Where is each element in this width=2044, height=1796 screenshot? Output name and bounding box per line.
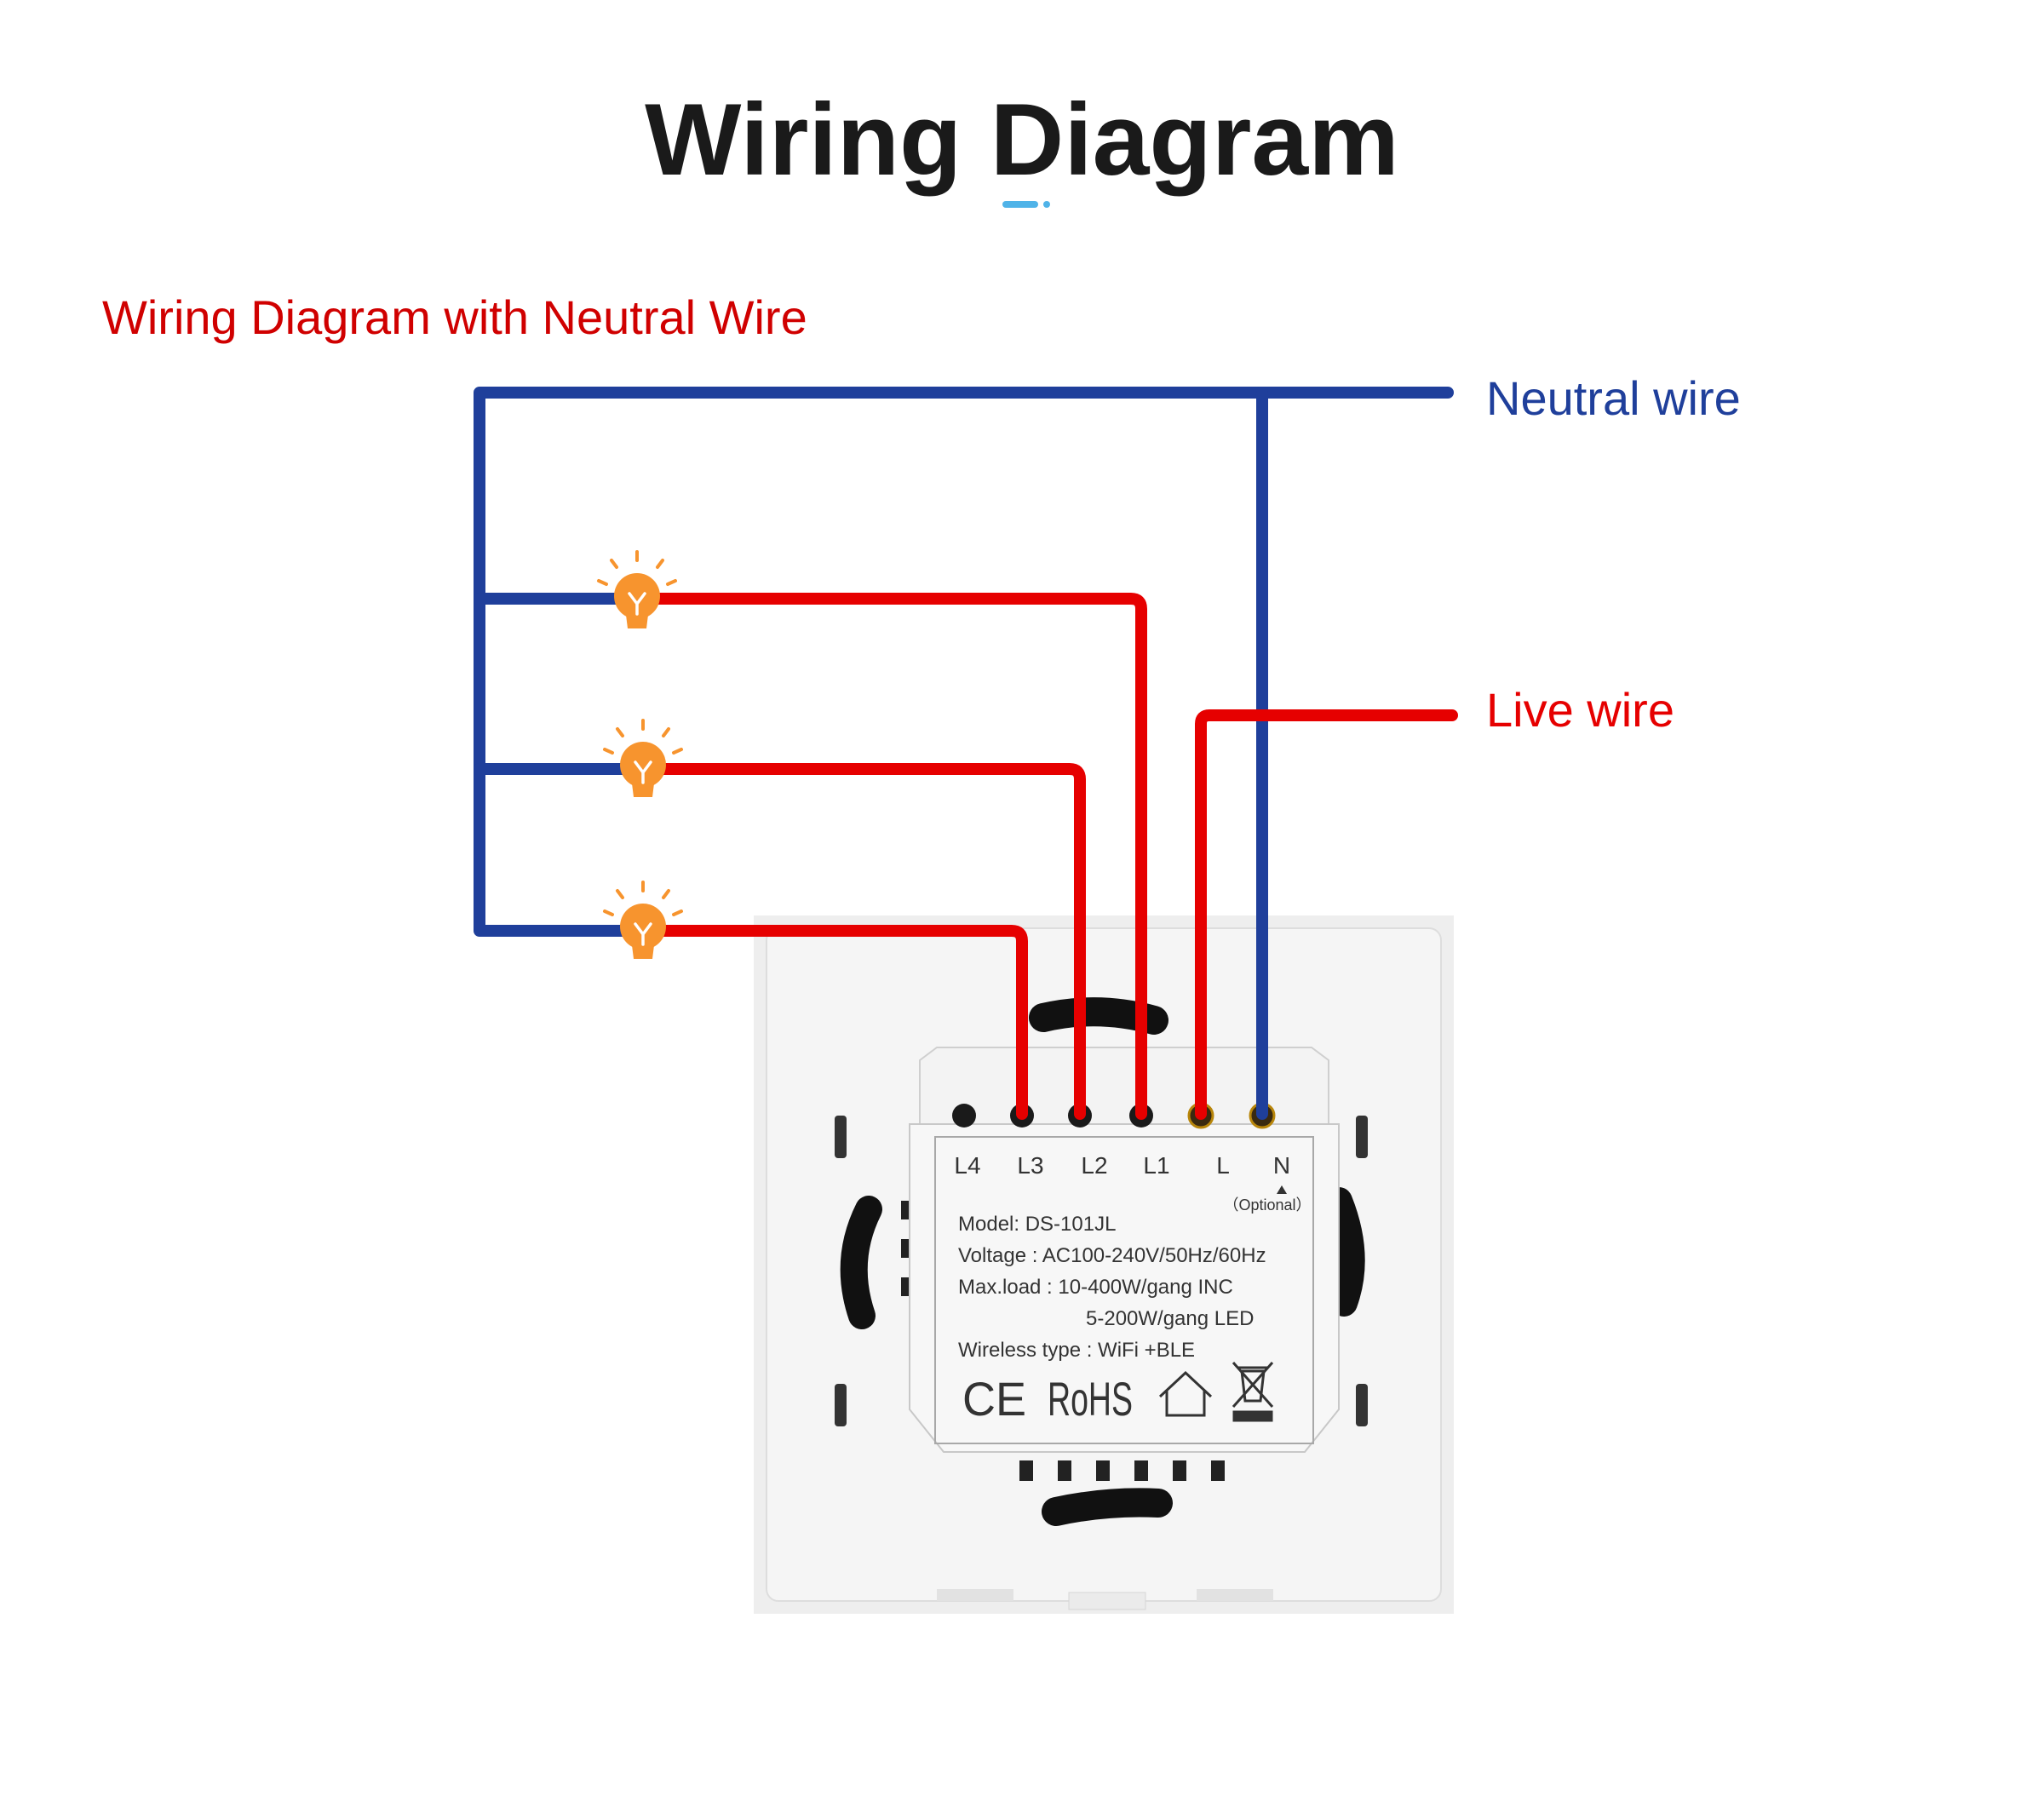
diagram-subtitle: Wiring Diagram with Neutral Wire	[102, 290, 807, 344]
live-wire-l2	[640, 763, 1086, 1120]
spec-maxload: Max.load : 10-400W/gang INC	[958, 1276, 1233, 1299]
neutral-wiring	[474, 387, 1454, 1120]
light-bulb-icon	[603, 719, 683, 797]
optional-arrow-icon	[1277, 1185, 1287, 1194]
optional-note: （Optional）	[1223, 1196, 1311, 1214]
terminal-label-l4: L4	[954, 1152, 980, 1179]
live-wire-l3	[640, 925, 1028, 1120]
page-title: Wiring Diagram	[645, 83, 1399, 197]
live-wire-label: Live wire	[1486, 683, 1674, 737]
spec-maxload-led: 5-200W/gang LED	[1086, 1307, 1254, 1330]
weee-bin-icon	[1232, 1362, 1274, 1422]
light-bulb-icon	[597, 550, 677, 628]
rohs-mark: RoHS	[1048, 1372, 1133, 1426]
spec-wireless: Wireless type : WiFi +BLE	[958, 1339, 1195, 1362]
terminal-label-l1: L1	[1143, 1152, 1169, 1179]
ce-mark: CE	[962, 1372, 1026, 1426]
spec-voltage: Voltage : AC100-240V/50Hz/60Hz	[958, 1244, 1266, 1267]
terminal-label-l2: L2	[1081, 1152, 1107, 1179]
live-wire-l1	[640, 593, 1147, 1120]
title-accent-dot	[1043, 201, 1050, 208]
terminal-screw-l4	[952, 1104, 976, 1128]
spec-label-frame	[934, 1136, 1314, 1444]
terminal-label-l: L	[1216, 1152, 1230, 1179]
neutral-wire-main	[474, 387, 1454, 937]
terminal-label-n: N	[1273, 1152, 1290, 1179]
live-wire-to-l	[1195, 709, 1458, 1120]
terminal-label-l3: L3	[1017, 1152, 1043, 1179]
title-accent-bar	[1002, 201, 1038, 208]
house-icon	[1158, 1370, 1213, 1417]
spec-model: Model: DS-101JL	[958, 1213, 1116, 1236]
neutral-wire-label: Neutral wire	[1486, 371, 1741, 425]
light-bulb-icon	[603, 881, 683, 959]
live-wiring	[640, 593, 1458, 1120]
